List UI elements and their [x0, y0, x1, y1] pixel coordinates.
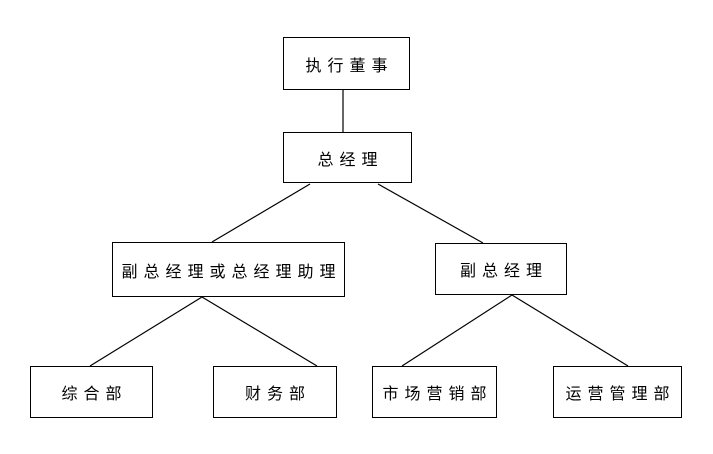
org-node-label: 副总经理或总经理助理 — [121, 263, 342, 281]
org-node-executive-director: 执行董事 — [283, 37, 410, 90]
edge-deputy-gm-or-assistant-to-finance-dept — [201, 296, 318, 367]
org-node-label: 总经理 — [317, 151, 384, 169]
edge-general-manager-to-deputy-gm-or-assistant — [211, 183, 311, 243]
edge-deputy-gm-to-operations-dept — [511, 294, 629, 367]
org-node-deputy-gm: 副总经理 — [435, 243, 567, 295]
org-node-general-dept: 综合部 — [30, 366, 153, 418]
org-node-finance-dept: 财务部 — [213, 366, 337, 418]
org-node-marketing-dept: 市场营销部 — [372, 366, 497, 418]
edge-deputy-gm-or-assistant-to-general-dept — [89, 296, 203, 367]
org-node-label: 副总经理 — [459, 263, 548, 280]
org-node-operations-dept: 运营管理部 — [553, 366, 682, 418]
org-node-label: 财务部 — [244, 386, 311, 403]
org-node-deputy-gm-or-gm-assistant: 副总经理或总经理助理 — [112, 242, 345, 297]
org-node-label: 执行董事 — [305, 57, 394, 75]
org-node-label: 市场营销部 — [382, 386, 493, 403]
org-node-label: 综合部 — [61, 386, 128, 403]
org-node-label: 运营管理部 — [565, 386, 676, 403]
edge-deputy-gm-to-marketing-dept — [401, 294, 513, 367]
org-node-general-manager: 总经理 — [283, 132, 412, 183]
edge-general-manager-to-deputy-gm — [377, 183, 484, 244]
